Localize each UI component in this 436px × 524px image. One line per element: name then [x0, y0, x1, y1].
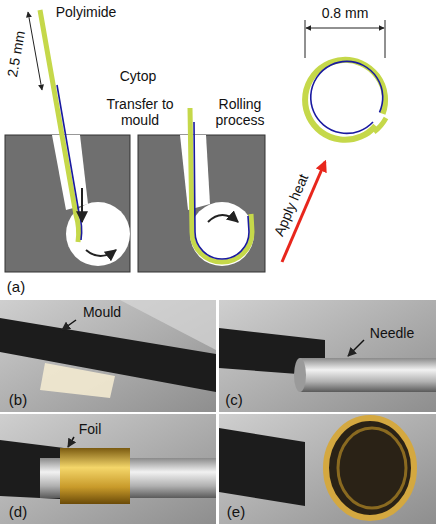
panel-label: (b)	[9, 391, 27, 408]
step-label: Rolling process	[204, 96, 276, 128]
photo-ground	[219, 414, 436, 524]
photo-ground	[0, 414, 216, 524]
leader-arrow	[348, 340, 364, 356]
panel-label: (a)	[7, 278, 25, 295]
foil	[60, 448, 130, 504]
mould-block	[219, 428, 305, 506]
dimension-line	[306, 28, 384, 29]
step-label: Transfer to mould	[98, 96, 182, 128]
polyimide-strip	[40, 10, 79, 242]
dimension-tick	[385, 20, 386, 58]
mould-cavity	[190, 202, 254, 266]
part-label: Mould	[83, 304, 121, 320]
rolled-foil-end	[374, 118, 386, 132]
rolled-foil	[326, 418, 414, 518]
photo-c	[219, 300, 436, 412]
leader-arrow	[62, 320, 76, 330]
rolled-foil-inner	[338, 428, 406, 508]
rolled-foil	[305, 60, 385, 140]
dimension-tick	[305, 20, 306, 58]
photo-ground	[0, 300, 216, 412]
dimension-label: 2.5 mm	[4, 30, 28, 79]
photo-e	[219, 414, 436, 524]
part-label: Needle	[370, 325, 414, 341]
panel-label: (e)	[227, 503, 245, 520]
foil	[40, 363, 115, 398]
needle	[300, 358, 436, 392]
photo-ground	[219, 300, 436, 412]
part-label: Foil	[79, 421, 102, 437]
cytop-layer	[311, 61, 383, 133]
motion-arrow	[208, 215, 238, 222]
layer-label: Polyimide	[56, 4, 117, 20]
photo-b	[0, 300, 216, 412]
leader-arrow	[68, 437, 74, 447]
polyimide-strip	[190, 108, 252, 262]
needle-tip	[294, 358, 306, 392]
layer-label: Cytop	[120, 68, 157, 84]
motion-arrow	[86, 250, 116, 256]
dimension-line	[28, 12, 42, 90]
photo-d	[0, 414, 216, 524]
motion-arrow	[81, 188, 83, 222]
cytop-layer	[57, 85, 82, 240]
panel-label: (d)	[9, 503, 27, 520]
cytop-layer	[194, 122, 249, 259]
dimension-label: 0.8 mm	[322, 5, 369, 21]
panel-label: (c)	[225, 391, 243, 408]
